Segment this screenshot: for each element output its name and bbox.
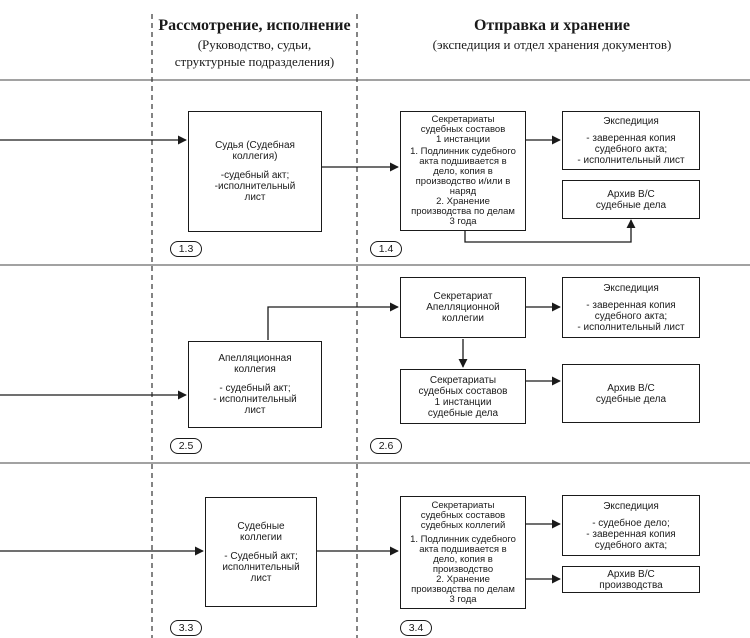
box-text: Секретариат Апелляционной коллегии: [426, 291, 500, 324]
box-archive-2: Архив В/С судебные дела: [562, 364, 700, 423]
step-badge: 2.6: [370, 438, 402, 454]
box-secretariats-first-instance-cases: Секретариаты судебных составов 1 инстанц…: [400, 369, 526, 424]
column-subtitle: (Руководство, судьи, структурные подразд…: [174, 37, 335, 69]
box-heading: Апелляционная коллегия: [218, 353, 292, 375]
column-title: Рассмотрение, исполнение: [158, 17, 351, 34]
box-text: Секретариаты судебных составов 1 инстанц…: [418, 374, 508, 419]
box-text: - заверенная копия судебного акта; - исп…: [577, 299, 685, 333]
box-text: - судебный акт; - исполнительный лист: [213, 383, 297, 416]
box-text: - судебное дело; - заверенная копия суде…: [586, 517, 676, 551]
step-badge: 1.4: [370, 241, 402, 257]
box-archive-1: Архив В/С судебные дела: [562, 180, 700, 219]
column-subtitle: (экспедиция и отдел хранения документов): [432, 37, 672, 52]
box-expedition-2: Экспедиция - заверенная копия судебного …: [562, 277, 700, 338]
column-title: Отправка и хранение: [473, 17, 630, 34]
box-text: Архив В/С судебные дела: [595, 188, 667, 211]
box-heading: Судебные коллегии: [237, 520, 285, 543]
column-header-dispatch: Отправка и хранение (экспедиция и отдел …: [362, 16, 742, 53]
arrow-25-sec2: [267, 302, 399, 340]
box-expedition-1: Экспедиция - заверенная копия судебного …: [562, 111, 700, 170]
box-appeal-board: Апелляционная коллегия - судебный акт; -…: [188, 341, 322, 428]
box-text: Архив В/С судебные дела: [595, 382, 667, 405]
arrow-14-arch1: [464, 219, 636, 243]
column-header-review: Рассмотрение, исполнение (Руководство, с…: [152, 16, 357, 70]
box-judge: Судья (Судебная коллегия) -судебный акт;…: [188, 111, 322, 232]
step-badge: 3.3: [170, 620, 202, 636]
box-heading: Секретариаты судебных составов судебных …: [420, 499, 506, 531]
box-secretariats-first-instance: Секретариаты судебных составов 1 инстанц…: [400, 111, 526, 231]
box-heading: Экспедиция: [603, 500, 659, 512]
box-text: -судебный акт; -исполнительный лист: [214, 170, 296, 203]
box-appeal-secretariat: Секретариат Апелляционной коллегии: [400, 277, 526, 338]
step-badge: 2.5: [170, 438, 202, 454]
box-text: 1. Подлинник судебного акта подшивается …: [410, 533, 516, 605]
box-judicial-boards: Судебные коллегии - Судебный акт; исполн…: [205, 497, 317, 607]
step-badge: 3.4: [400, 620, 432, 636]
box-text: - Судебный акт; исполнительный лист: [222, 550, 300, 584]
box-text: Архив В/С производства: [599, 568, 663, 591]
box-heading: Судья (Судебная коллегия): [215, 140, 295, 162]
step-badge: 1.3: [170, 241, 202, 257]
box-heading: Экспедиция: [603, 115, 659, 127]
box-heading: Секретариаты судебных составов 1 инстанц…: [420, 114, 506, 145]
box-expedition-3: Экспедиция - судебное дело; - заверенная…: [562, 495, 700, 556]
box-text: 1. Подлинник судебного акта подшивается …: [410, 146, 516, 227]
box-text: - заверенная копия судебного акта; - исп…: [577, 132, 685, 166]
box-secretariats-boards: Секретариаты судебных составов судебных …: [400, 496, 526, 609]
box-heading: Экспедиция: [603, 282, 659, 294]
box-archive-3: Архив В/С производства: [562, 566, 700, 593]
